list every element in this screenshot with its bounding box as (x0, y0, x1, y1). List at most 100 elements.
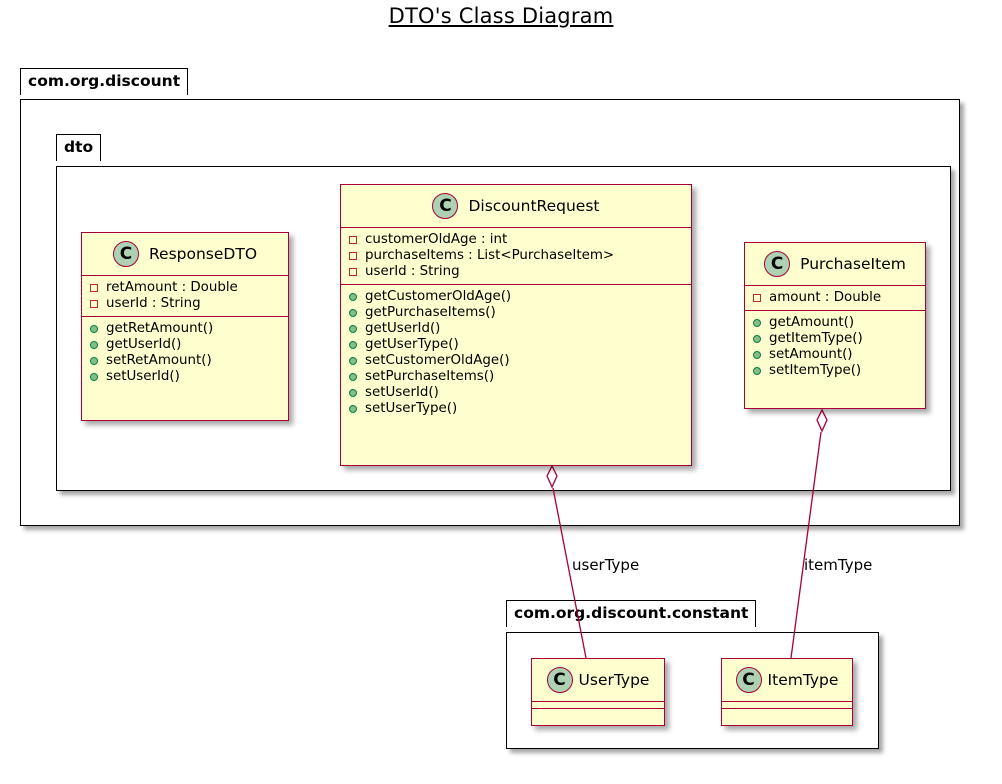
field-text: amount : Double (769, 290, 882, 305)
relation-label-usertype: userType (572, 556, 640, 574)
class-name: ItemType (767, 671, 839, 689)
public-marker-icon (753, 335, 761, 343)
field-row: purchaseItems : List<PurchaseItem> (349, 248, 683, 264)
edge-line (552, 487, 587, 659)
aggregation-diamond-icon (546, 464, 558, 489)
method-text: setUserId() (365, 385, 439, 400)
method-row: setRetAmount() (90, 353, 280, 369)
class-c-icon: C (432, 193, 459, 219)
method-row: getUserId() (349, 321, 683, 337)
method-row: setAmount() (753, 347, 917, 363)
private-marker-icon (349, 236, 357, 244)
public-marker-icon (349, 341, 357, 349)
class-name: UserType (578, 671, 650, 689)
class-header: C DiscountRequest (341, 185, 691, 227)
public-marker-icon (90, 341, 98, 349)
method-row: getCustomerOldAge() (349, 289, 683, 305)
public-marker-icon (753, 367, 761, 375)
class-methods: getCustomerOldAge() getPurchaseItems() g… (341, 284, 691, 421)
class-c-icon: C (112, 241, 139, 267)
public-marker-icon (349, 405, 357, 413)
public-marker-icon (753, 351, 761, 359)
class-name: ResponseDTO (148, 245, 258, 263)
method-text: getItemType() (769, 331, 863, 346)
field-text: customerOldAge : int (365, 232, 508, 247)
class-header: C ResponseDTO (82, 233, 288, 275)
class-itemtype[interactable]: C ItemType (721, 658, 853, 726)
field-text: userId : String (106, 296, 201, 311)
class-methods (532, 708, 664, 715)
field-row: retAmount : Double (90, 280, 280, 296)
method-row: getUserId() (90, 337, 280, 353)
edge-line (790, 431, 822, 659)
method-text: getAmount() (769, 315, 855, 330)
private-marker-icon (349, 268, 357, 276)
method-text: setCustomerOldAge() (365, 353, 510, 368)
class-fields: customerOldAge : int purchaseItems : Lis… (341, 227, 691, 284)
method-text: setRetAmount() (106, 353, 212, 368)
relation-discountrequest-usertype (546, 464, 587, 659)
diagram-title: DTO's Class Diagram (388, 4, 614, 28)
method-text: setPurchaseItems() (365, 369, 495, 384)
method-text: getRetAmount() (106, 321, 214, 336)
field-row: amount : Double (753, 290, 917, 306)
method-text: getUserId() (106, 337, 182, 352)
class-header: C PurchaseItem (745, 243, 925, 285)
private-marker-icon (90, 300, 98, 308)
method-text: setItemType() (769, 363, 862, 378)
class-responsedto[interactable]: C ResponseDTO retAmount : Double userId … (81, 232, 289, 421)
method-row: setItemType() (753, 363, 917, 379)
class-c-icon: C (546, 667, 573, 693)
public-marker-icon (349, 357, 357, 365)
relation-purchaseitem-itemtype (790, 408, 828, 659)
relation-label-itemtype: itemType (804, 556, 873, 574)
public-marker-icon (349, 389, 357, 397)
class-fields (532, 701, 664, 708)
public-marker-icon (349, 309, 357, 317)
class-usertype[interactable]: C UserType (531, 658, 665, 726)
private-marker-icon (753, 294, 761, 302)
package-tab-com-org-discount: com.org.discount (20, 68, 189, 95)
method-row: setPurchaseItems() (349, 369, 683, 385)
method-text: getUserType() (365, 337, 459, 352)
field-row: userId : String (90, 296, 280, 312)
method-row: setUserType() (349, 401, 683, 417)
public-marker-icon (349, 373, 357, 381)
method-row: getRetAmount() (90, 321, 280, 337)
class-c-icon: C (764, 251, 791, 277)
aggregation-diamond-icon (816, 408, 828, 433)
method-text: getPurchaseItems() (365, 305, 496, 320)
class-fields: amount : Double (745, 285, 925, 310)
method-row: setUserId() (90, 369, 280, 385)
method-row: getPurchaseItems() (349, 305, 683, 321)
package-tab-com-org-discount-constant: com.org.discount.constant (506, 600, 757, 627)
class-discountrequest[interactable]: C DiscountRequest customerOldAge : int p… (340, 184, 692, 466)
private-marker-icon (349, 252, 357, 260)
class-methods (722, 708, 852, 715)
field-row: userId : String (349, 264, 683, 280)
method-row: setUserId() (349, 385, 683, 401)
class-name: PurchaseItem (800, 255, 906, 273)
class-header: C UserType (532, 659, 664, 701)
field-row: customerOldAge : int (349, 232, 683, 248)
class-fields: retAmount : Double userId : String (82, 275, 288, 316)
class-header: C ItemType (722, 659, 852, 701)
public-marker-icon (90, 325, 98, 333)
method-row: getAmount() (753, 315, 917, 331)
class-purchaseitem[interactable]: C PurchaseItem amount : Double getAmount… (744, 242, 926, 409)
field-text: purchaseItems : List<PurchaseItem> (365, 248, 615, 263)
class-c-icon: C (735, 667, 762, 693)
method-row: getItemType() (753, 331, 917, 347)
field-text: userId : String (365, 264, 460, 279)
method-row: getUserType() (349, 337, 683, 353)
method-text: setAmount() (769, 347, 853, 362)
method-text: setUserType() (365, 401, 458, 416)
class-methods: getAmount() getItemType() setAmount() se… (745, 310, 925, 383)
class-methods: getRetAmount() getUserId() setRetAmount(… (82, 316, 288, 389)
field-text: retAmount : Double (106, 280, 238, 295)
method-row: setCustomerOldAge() (349, 353, 683, 369)
private-marker-icon (90, 284, 98, 292)
public-marker-icon (90, 357, 98, 365)
class-name: DiscountRequest (468, 197, 600, 215)
